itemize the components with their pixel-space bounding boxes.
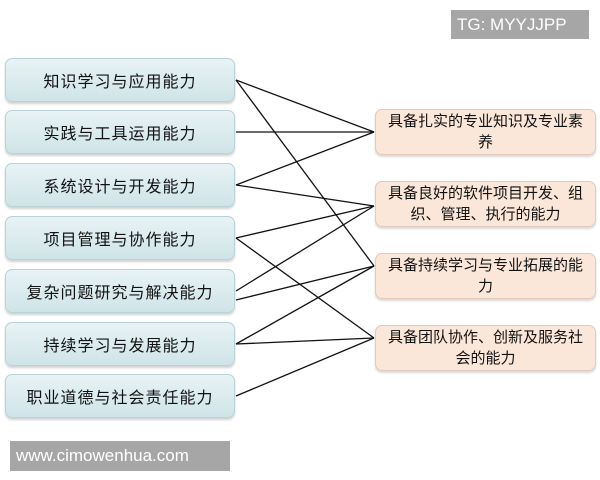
ability-box-system-design: 系统设计与开发能力	[5, 163, 235, 207]
ability-label: 知识学习与应用能力	[43, 72, 197, 91]
connector-line	[235, 79, 375, 267]
ability-box-ethics: 职业道德与社会责任能力	[5, 374, 235, 418]
connector-line	[235, 237, 375, 339]
ability-box-practice: 实践与工具运用能力	[5, 110, 235, 154]
goal-box-teamwork-innovation: 具备团队协作、创新及服务社会的能力	[375, 325, 596, 371]
watermark-top: TG: MYYJJPP	[451, 10, 589, 39]
connector-line	[235, 131, 375, 186]
ability-box-continuous-learning: 持续学习与发展能力	[5, 322, 235, 366]
connector-line	[235, 265, 375, 301]
goal-label: 具备团队协作、创新及服务社会的能力	[387, 328, 583, 367]
ability-label: 实践与工具运用能力	[43, 124, 197, 143]
ability-label: 持续学习与发展能力	[43, 336, 197, 355]
goal-box-continuous-learning: 具备持续学习与专业拓展的能力	[375, 253, 596, 299]
watermark-bottom: www.cimowenhua.com	[10, 441, 230, 471]
connector-line	[235, 205, 375, 292]
connector-line	[235, 79, 375, 133]
goal-box-software-project: 具备良好的软件项目开发、组织、管理、执行的能力	[375, 181, 596, 227]
ability-box-project-management: 项目管理与协作能力	[5, 216, 235, 260]
goal-label: 具备扎实的专业知识及专业素养	[387, 112, 583, 151]
connector-line	[235, 337, 375, 397]
ability-label: 复杂问题研究与解决能力	[26, 283, 214, 302]
ability-label: 项目管理与协作能力	[43, 230, 197, 249]
ability-label: 职业道德与社会责任能力	[26, 388, 214, 407]
goal-box-professional-knowledge: 具备扎实的专业知识及专业素养	[375, 109, 596, 155]
ability-box-problem-solving: 复杂问题研究与解决能力	[5, 269, 235, 313]
connector-line	[235, 337, 375, 345]
connector-line	[235, 184, 375, 207]
connector-line	[235, 205, 375, 239]
connector-line	[235, 265, 375, 345]
ability-box-knowledge: 知识学习与应用能力	[5, 58, 235, 102]
ability-label: 系统设计与开发能力	[43, 177, 197, 196]
goal-label: 具备良好的软件项目开发、组织、管理、执行的能力	[387, 184, 583, 223]
goal-label: 具备持续学习与专业拓展的能力	[387, 256, 583, 295]
